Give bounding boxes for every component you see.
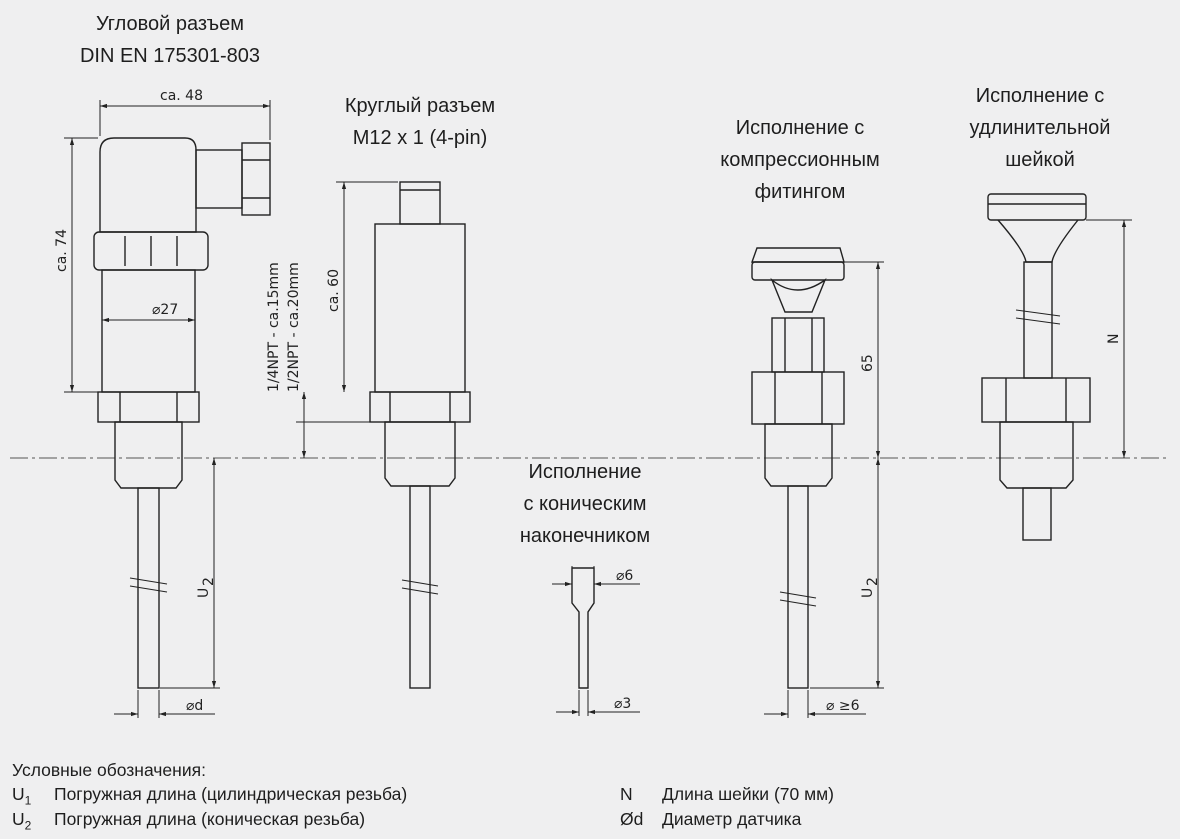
legend-n: N Длина шейки (70 мм)	[620, 782, 834, 807]
legend-d-symbol: Ød	[620, 809, 644, 829]
dim-ca60: ca. 60	[326, 269, 342, 312]
svg-text:2: 2	[201, 577, 217, 586]
dim-d3: ⌀3	[614, 696, 631, 712]
legend-n-symbol: N	[620, 784, 633, 804]
legend-d-text: Диаметр датчика	[662, 809, 802, 829]
dim-u2-left: U 2	[196, 577, 217, 598]
svg-text:2: 2	[865, 577, 881, 586]
legend-n-text: Длина шейки (70 мм)	[662, 784, 834, 804]
legend-u2-symbol: U2	[12, 809, 32, 833]
conical-tip-probe	[571, 567, 595, 689]
dim-d6: ⌀6	[616, 568, 633, 584]
legend-u1-text: Погружная длина (цилиндрическая резьба)	[54, 784, 408, 804]
dim-u2-right: U 2	[860, 577, 881, 598]
dim-N: N	[1106, 334, 1122, 344]
legend-u2-text: Погружная длина (коническая резьба)	[54, 809, 366, 829]
dim-d27: ⌀27	[152, 302, 178, 318]
angle-connector-sensor	[93, 137, 271, 689]
compression-fitting-sensor	[751, 247, 845, 689]
title-angle-connector: Угловой разъем DIN EN 175301-803	[79, 13, 261, 67]
title-compression-fitting: Исполнение с компрессионным фитингом	[720, 117, 880, 203]
legend-u1-symbol: U1	[12, 784, 32, 808]
dim-d-left: ⌀d	[186, 698, 203, 714]
title-round-connector: Круглый разъем M12 x 1 (4-pin)	[344, 95, 496, 149]
dim-npt14: 1/4NPT - ca.15mm	[266, 262, 282, 392]
dim-65: 65	[860, 354, 876, 372]
round-connector-sensor	[369, 181, 471, 689]
legend-u2: U2 Погружная длина (коническая резьба)	[12, 807, 365, 839]
dim-ca48: ca. 48	[160, 88, 203, 104]
extension-neck-sensor	[981, 193, 1091, 541]
legend-d: Ød Диаметр датчика	[620, 807, 801, 832]
title-extension-neck: Исполнение с удлинительной шейкой	[969, 85, 1111, 171]
svg-text:U: U	[196, 588, 212, 598]
legend-u1: U1 Погружная длина (цилиндрическая резьба…	[12, 782, 407, 814]
dim-d-ge6: ⌀ ≥6	[826, 698, 860, 714]
dim-npt12: 1/2NPT - ca.20mm	[286, 262, 302, 392]
title-conical-tip: Исполнение с коническим наконечником	[519, 461, 651, 547]
svg-text:U: U	[860, 588, 876, 598]
dim-ca74: ca. 74	[54, 229, 70, 272]
legend-heading: Условные обозначения:	[12, 760, 206, 780]
